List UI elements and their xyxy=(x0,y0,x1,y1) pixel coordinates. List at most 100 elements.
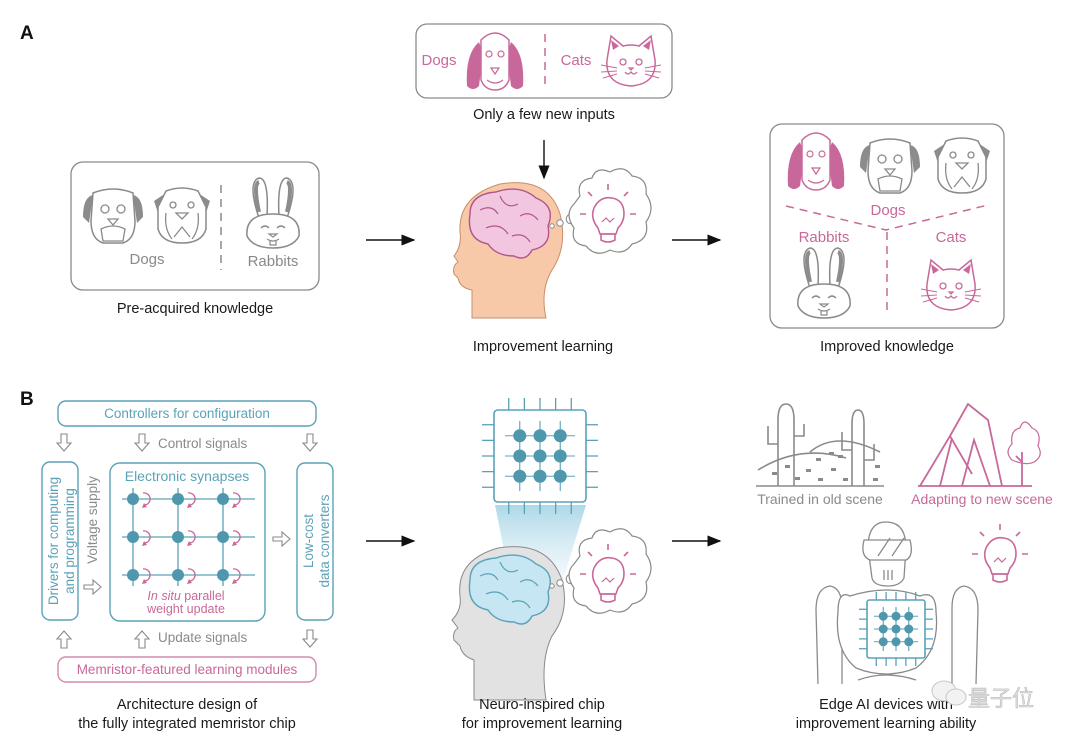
learning-modules-label: Memristor-featured learning modules xyxy=(77,662,298,677)
in-situ-label: In situ parallel xyxy=(147,589,224,603)
panel-label-b: B xyxy=(20,389,34,410)
update-loop-arrowhead xyxy=(187,541,192,546)
chip-caption-line2: for improvement learning xyxy=(462,716,622,732)
new-inputs-caption: Only a few new inputs xyxy=(473,107,615,123)
learning-modules-box xyxy=(57,656,317,683)
synapse-grid xyxy=(122,488,255,586)
lightbulb-icon xyxy=(971,523,1029,583)
converters-label-line2: data converters xyxy=(317,494,332,587)
chip-node xyxy=(553,469,567,483)
watermark-text: 量子位 xyxy=(968,686,1034,711)
improved-rabbits-label: Rabbits xyxy=(799,229,850,246)
desert-cactus-icon xyxy=(756,403,884,487)
update-loop-arrowhead xyxy=(142,579,147,584)
synapse-node xyxy=(172,569,184,581)
update-loop-arrowhead xyxy=(142,503,147,508)
new-cats-label: Cats xyxy=(561,52,592,69)
chip-node xyxy=(891,611,901,621)
improved-knowledge-group: Dogs Rabbits Cats Improved knowledge xyxy=(769,123,1005,355)
edge-caption-line1: Edge AI devices with xyxy=(819,697,953,713)
update-loop-arrow xyxy=(232,492,241,506)
synapse-node xyxy=(172,531,184,543)
thought-bubble-icon xyxy=(568,168,652,254)
chip-node xyxy=(878,611,888,621)
chip-node xyxy=(904,611,914,621)
hollow-arrow-right xyxy=(83,578,102,596)
thought-bubble-icon xyxy=(568,528,652,614)
edge-ai-group: Trained in old scene Adapting to new sce… xyxy=(756,402,1053,732)
chip-node xyxy=(891,624,901,634)
chip-node xyxy=(553,449,567,463)
watermark: 量子位 xyxy=(931,680,1034,711)
update-loop-arrow xyxy=(187,492,196,506)
synapse-node xyxy=(127,569,139,581)
pre-acquired-knowledge-group: Dogs Rabbits Pre-acquired knowledge xyxy=(70,161,320,317)
edge-caption-line2: improvement learning ability xyxy=(796,716,977,732)
in-situ-rest: parallel xyxy=(181,589,225,603)
update-loop-arrow xyxy=(187,530,196,544)
new-inputs-box xyxy=(415,23,673,99)
desert-rocks xyxy=(772,452,880,481)
hollow-arrow-right xyxy=(272,530,291,548)
synapse-node xyxy=(217,569,229,581)
converters-label-line1: Low-cost xyxy=(301,514,316,568)
chip-caption-line1: Neuro-inspired chip xyxy=(479,697,605,713)
chip-icon xyxy=(482,398,598,514)
bulldog-icon xyxy=(153,187,211,244)
hollow-arrow-up xyxy=(133,630,151,649)
update-loop-arrowhead xyxy=(142,541,147,546)
panel-label-a: A xyxy=(20,23,34,44)
chip-node xyxy=(904,637,914,647)
architecture-caption-line1: Architecture design of xyxy=(117,697,258,713)
update-loop-arrow xyxy=(232,568,241,582)
architecture-caption-line2: the fully integrated memristor chip xyxy=(78,716,296,732)
hollow-arrow-down xyxy=(55,433,73,452)
chip-node xyxy=(513,469,527,483)
controllers-box xyxy=(57,400,317,427)
update-loop-arrow xyxy=(232,530,241,544)
divider-dashed xyxy=(785,204,989,231)
chip-node xyxy=(513,449,527,463)
update-loop-arrowhead xyxy=(232,579,237,584)
mountain-tree-icon xyxy=(918,402,1041,487)
pre-rabbits-label: Rabbits xyxy=(248,253,299,270)
update-loop-arrow xyxy=(142,492,151,506)
improved-dogs-label: Dogs xyxy=(870,202,905,219)
neuro-chip-group: Neuro-inspired chip for improvement lear… xyxy=(451,398,652,732)
chip-node xyxy=(513,429,527,443)
hollow-arrow-up xyxy=(55,630,73,649)
improved-knowledge-caption: Improved knowledge xyxy=(820,339,954,355)
synapse-node xyxy=(127,493,139,505)
in-situ-italic: In situ xyxy=(147,589,180,603)
update-loop-arrow xyxy=(142,530,151,544)
bulldog-icon xyxy=(933,137,991,194)
hollow-arrow-down xyxy=(301,629,319,648)
chip-node xyxy=(553,429,567,443)
robot-chip-icon xyxy=(859,592,933,666)
pre-dogs-label: Dogs xyxy=(129,251,164,268)
old-scene-label: Trained in old scene xyxy=(757,491,883,507)
chip-node xyxy=(891,637,901,647)
hollow-arrow-down xyxy=(133,433,151,452)
chip-node xyxy=(533,449,547,463)
drivers-label-line1: Drivers for computing xyxy=(46,477,61,605)
improvement-learning-caption: Improvement learning xyxy=(473,339,613,355)
update-loop-arrowhead xyxy=(232,541,237,546)
drivers-box xyxy=(41,461,79,621)
hollow-arrow-down xyxy=(301,433,319,452)
synapse-node xyxy=(172,493,184,505)
weight-update-label: weight update xyxy=(146,602,225,616)
improvement-learning-group: Improvement learning xyxy=(453,168,652,355)
new-inputs-group: Dogs Cats Only a few new inputs xyxy=(415,23,673,123)
update-loop-arrow xyxy=(187,568,196,582)
brain-icon xyxy=(468,554,551,625)
chip-node xyxy=(904,624,914,634)
update-loop-arrowhead xyxy=(187,579,192,584)
converters-box xyxy=(296,462,334,621)
controllers-label: Controllers for configuration xyxy=(104,406,270,421)
chip-node xyxy=(878,624,888,634)
synapse-node xyxy=(217,493,229,505)
brain-icon xyxy=(468,188,551,259)
update-loop-arrowhead xyxy=(232,503,237,508)
